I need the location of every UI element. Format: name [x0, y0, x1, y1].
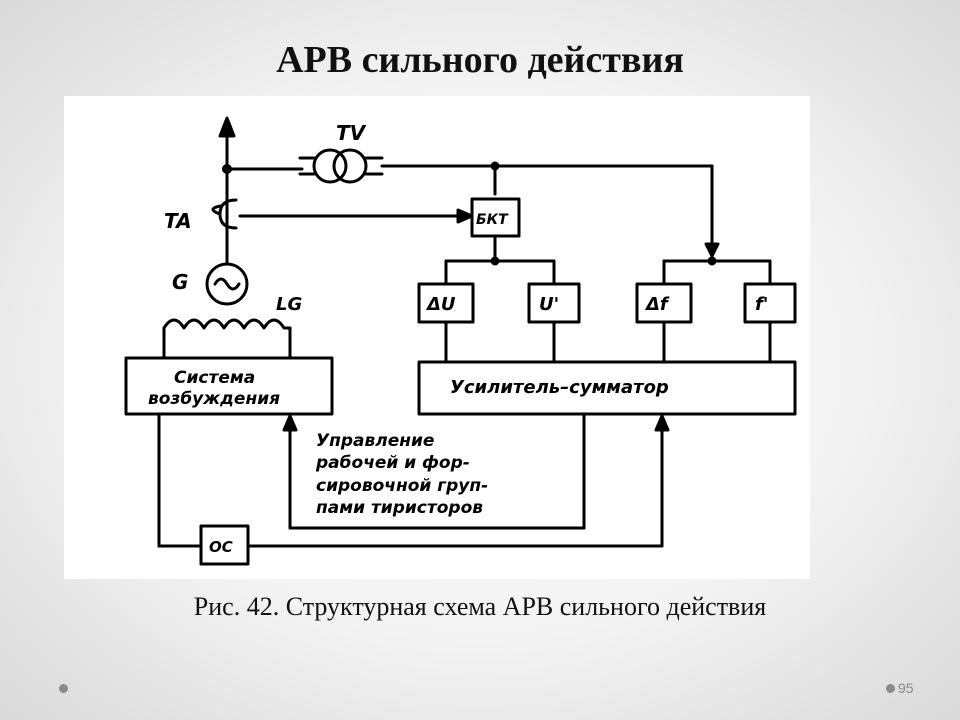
tv-label: TV: [336, 121, 367, 145]
excitation-label-line1: Система: [174, 368, 255, 388]
g-label: G: [172, 270, 188, 294]
tv-branch-dot: [490, 161, 500, 171]
control-label-line3: сировочной груп-: [316, 476, 488, 496]
diagram-panel: TV TA G LG БКТ ΔU U' Δf f' Система возбу…: [64, 96, 810, 579]
delta-f-label: Δf: [644, 294, 670, 315]
oc-arrowhead: [654, 414, 670, 432]
page-number: 95: [898, 680, 914, 696]
amplifier-block: [417, 360, 797, 416]
ta-label: TA: [164, 209, 192, 233]
excitation-block: [124, 356, 334, 416]
delta-u-label: ΔU: [425, 294, 456, 315]
generator-sine: [213, 277, 241, 291]
f-prime-label: f': [755, 294, 768, 315]
control-label-line4: пами тиристоров: [316, 498, 483, 518]
ta-coil: [211, 198, 238, 230]
right-bullet-dot: [886, 684, 895, 693]
amplifier-label: Усилитель–сумматор: [450, 377, 669, 398]
tv-coil-right: [332, 148, 368, 184]
tv-coil-left: [312, 148, 348, 184]
control-arrowhead: [282, 414, 298, 432]
left-bullet-dot: [59, 684, 68, 693]
lg-winding: [162, 318, 292, 330]
bkt-arrowhead: [456, 208, 474, 224]
slide-title: АРВ сильного действия: [276, 39, 684, 81]
main-bus-arrowhead: [218, 116, 236, 138]
block-diagram: TV TA G LG БКТ ΔU U' Δf f' Система возбу…: [124, 116, 797, 566]
oc-label: ОС: [209, 538, 233, 556]
f-prime-block: [743, 282, 797, 324]
control-label-line2: рабочей и фор-: [315, 453, 470, 473]
excitation-label-line2: возбуждения: [148, 389, 280, 409]
control-label-line1: Управление: [316, 431, 434, 451]
generator-circle: [205, 262, 249, 306]
lg-label: LG: [276, 294, 302, 315]
frequency-arrowhead: [704, 242, 720, 258]
bkt-label: БКТ: [476, 212, 509, 228]
figure-caption: Рис. 42. Структурная схема АРВ сильного …: [193, 592, 767, 621]
u-prime-label: U': [539, 294, 559, 315]
